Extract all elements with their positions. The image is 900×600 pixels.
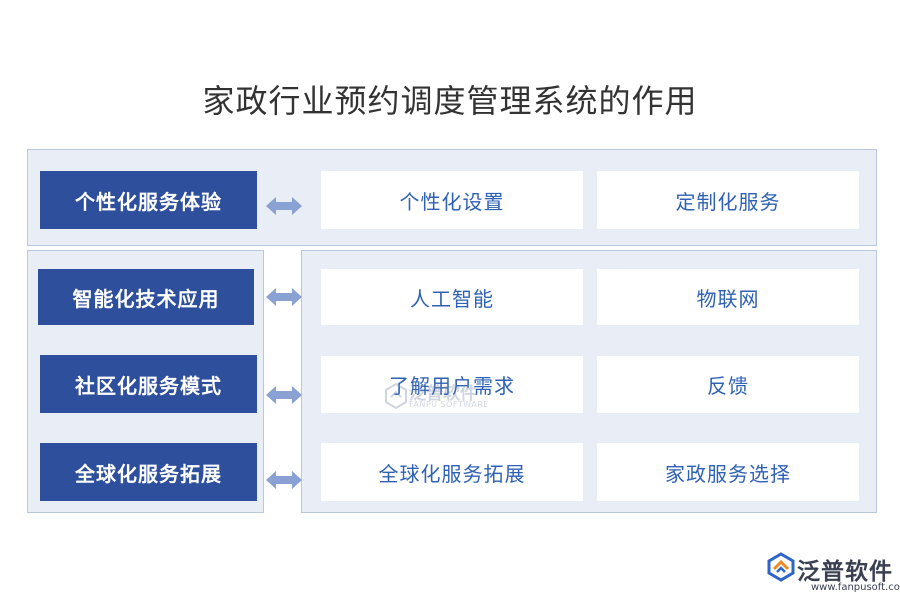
double-arrow-icon xyxy=(266,288,302,306)
row-label-global: 全球化服务拓展 xyxy=(40,443,257,501)
brand-logo: 泛普软件 www.fanpusoft.com xyxy=(765,548,900,598)
double-arrow-icon xyxy=(266,386,302,404)
item-card: 家政服务选择 xyxy=(597,443,859,501)
brand-url: www.fanpusoft.com xyxy=(811,582,900,593)
double-arrow-icon xyxy=(266,197,302,215)
fanpu-logo-icon xyxy=(767,552,795,582)
double-arrow-icon xyxy=(266,471,302,489)
page-title: 家政行业预约调度管理系统的作用 xyxy=(202,82,698,120)
item-card: 定制化服务 xyxy=(597,171,859,229)
item-card: 物联网 xyxy=(597,269,859,325)
row-label-smart-tech: 智能化技术应用 xyxy=(38,269,254,325)
row-label-community: 社区化服务模式 xyxy=(40,355,257,413)
item-card: 个性化设置 xyxy=(321,171,583,229)
item-card: 了解用户需求 xyxy=(321,356,583,413)
row-label-personalized: 个性化服务体验 xyxy=(40,171,257,229)
brand-name: 泛普软件 xyxy=(797,559,893,585)
item-card: 全球化服务拓展 xyxy=(321,443,583,501)
item-card: 人工智能 xyxy=(321,269,583,325)
item-card: 反馈 xyxy=(597,356,859,413)
